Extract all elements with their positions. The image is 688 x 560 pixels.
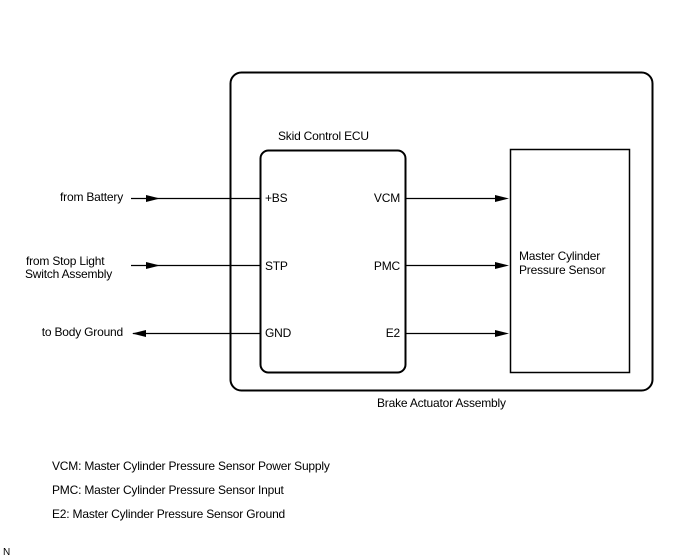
sensor-label-line2: Pressure Sensor — [519, 263, 606, 277]
ecu-title: Skid Control ECU — [278, 129, 369, 143]
pin-gnd: GND — [265, 326, 292, 340]
label-from-stop-light-line2: Switch Assembly — [25, 267, 113, 281]
label-from-battery: from Battery — [60, 190, 123, 204]
pin-pmc: PMC — [373, 259, 400, 273]
corner-mark: N — [3, 547, 11, 558]
pin-stp: STP — [265, 259, 288, 273]
arrow-vcm-icon — [495, 195, 509, 202]
legend-pmc: PMC: Master Cylinder Pressure Sensor Inp… — [52, 483, 284, 497]
sensor-label-line1: Master Cylinder — [519, 249, 601, 263]
assembly-label: Brake Actuator Assembly — [377, 396, 506, 410]
legend-vcm: VCM: Master Cylinder Pressure Sensor Pow… — [52, 459, 330, 473]
pin-vcm: VCM — [373, 191, 400, 205]
pin-bs: +BS — [265, 191, 288, 205]
arrow-out-ground-icon — [132, 330, 146, 337]
arrow-pmc-icon — [495, 262, 509, 269]
pin-e2: E2 — [385, 326, 400, 340]
legend-e2: E2: Master Cylinder Pressure Sensor Grou… — [52, 507, 286, 521]
arrow-e2-icon — [495, 330, 509, 337]
master-cylinder-pressure-sensor-box — [509, 148, 631, 374]
arrow-in-stop-light-icon — [146, 262, 160, 269]
arrow-in-battery-icon — [146, 195, 160, 202]
skid-control-ecu-box — [259, 149, 407, 374]
label-from-stop-light-line1: from Stop Light — [26, 254, 105, 268]
label-to-body-ground: to Body Ground — [41, 325, 123, 339]
brake-actuator-assembly-box — [229, 71, 654, 392]
